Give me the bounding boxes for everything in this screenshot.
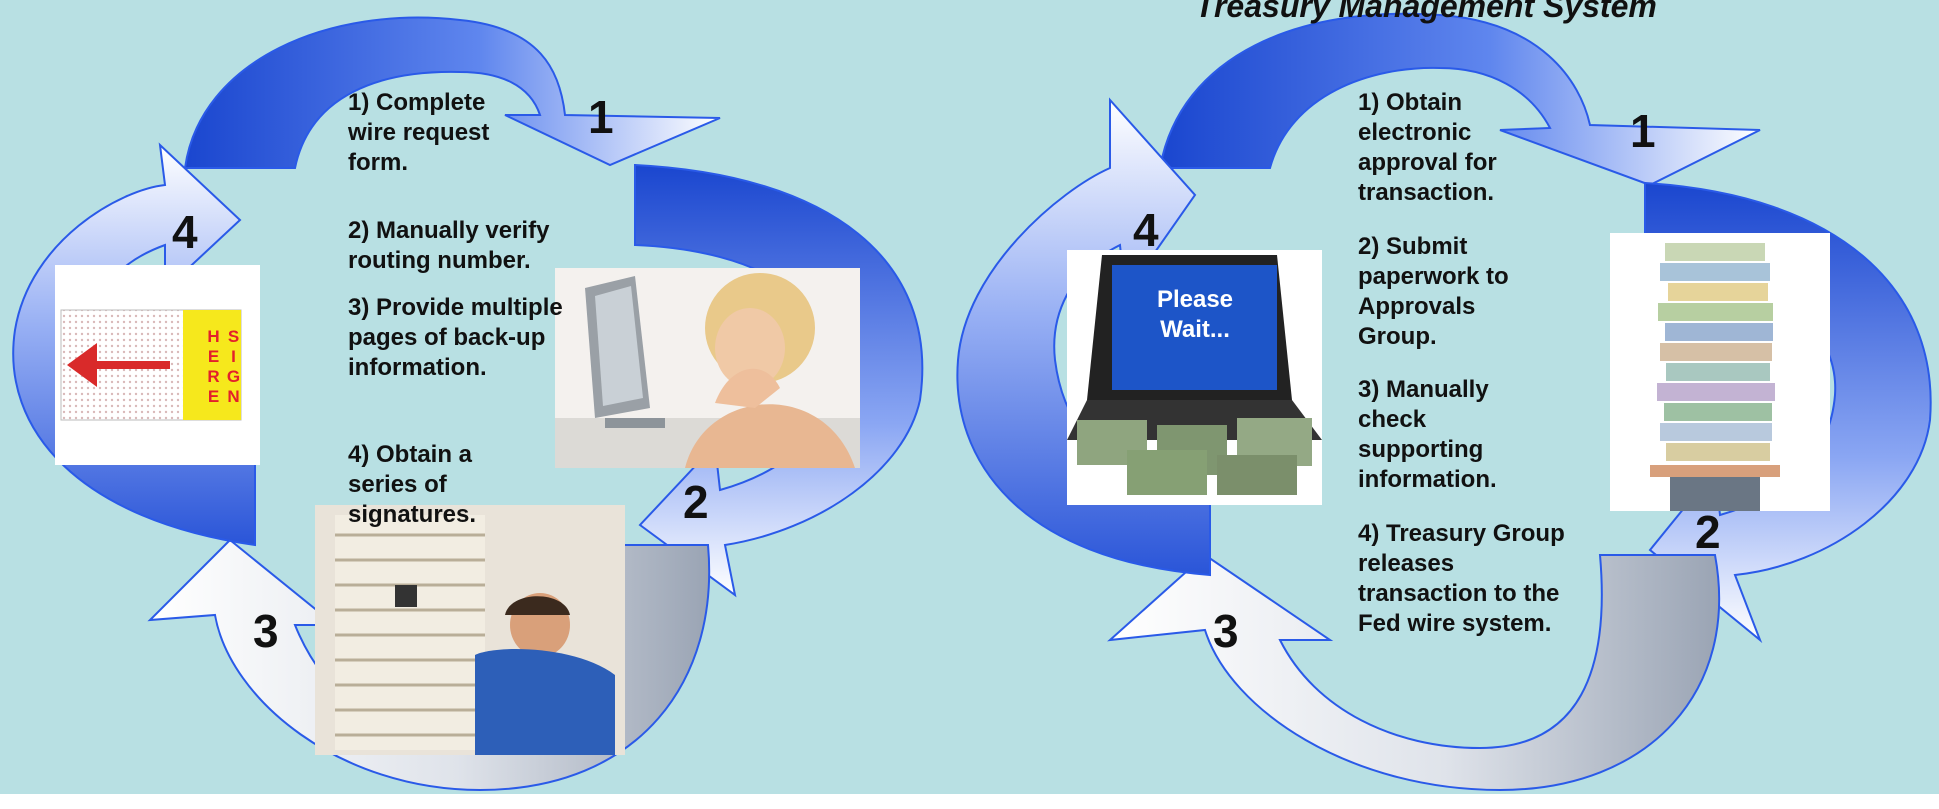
right-step-number-2: 2 [1695, 506, 1721, 558]
tall-paper-stack-image [1610, 233, 1830, 511]
woman-at-computer-icon [555, 273, 860, 468]
right-step-1-text: 1) Obtain electronic approval for transa… [1358, 89, 1497, 206]
sign-here-sticker-image: SIGN HERE [55, 265, 260, 465]
laptop-with-money-icon [1067, 255, 1322, 495]
right-step-number-1: 1 [1630, 105, 1656, 157]
right-step-number-4: 4 [1133, 204, 1159, 256]
tall-paper-stack-icon [1650, 243, 1780, 511]
right-step-2-text: 2) Submit paperwork to Approvals Group. [1358, 233, 1509, 350]
left-step-3-text: 3) Provide multiple pages of back-up inf… [348, 294, 563, 381]
left-step-4-text: 4) Obtain a series of signatures. [348, 441, 477, 528]
paper-stack-man-image [315, 505, 625, 755]
right-step-number-3: 3 [1213, 605, 1239, 657]
left-step-number-4: 4 [172, 206, 198, 258]
right-step-3-text: 3) Manually check supporting information… [1358, 376, 1497, 493]
left-step-2-text: 2) Manually verify routing number. [348, 217, 550, 274]
left-step-number-1: 1 [588, 91, 614, 143]
right-step-4-text: 4) Treasury Group releases transaction t… [1358, 520, 1565, 637]
left-step-number-3: 3 [253, 605, 279, 657]
stressed-woman-image [555, 268, 860, 468]
left-step-number-2: 2 [683, 476, 709, 528]
sign-here-sticker-icon [60, 309, 242, 421]
laptop-screen-text: Please Wait... [1156, 286, 1234, 343]
paper-stack-icon [335, 515, 615, 755]
laptop-please-wait-image: Please Wait... [1067, 250, 1322, 505]
left-step-1-text: 1) Complete wire request form. [348, 89, 490, 176]
sign-here-label: SIGN HERE [204, 327, 243, 407]
right-diagram-title: Treasury Management System [1195, 0, 1657, 24]
